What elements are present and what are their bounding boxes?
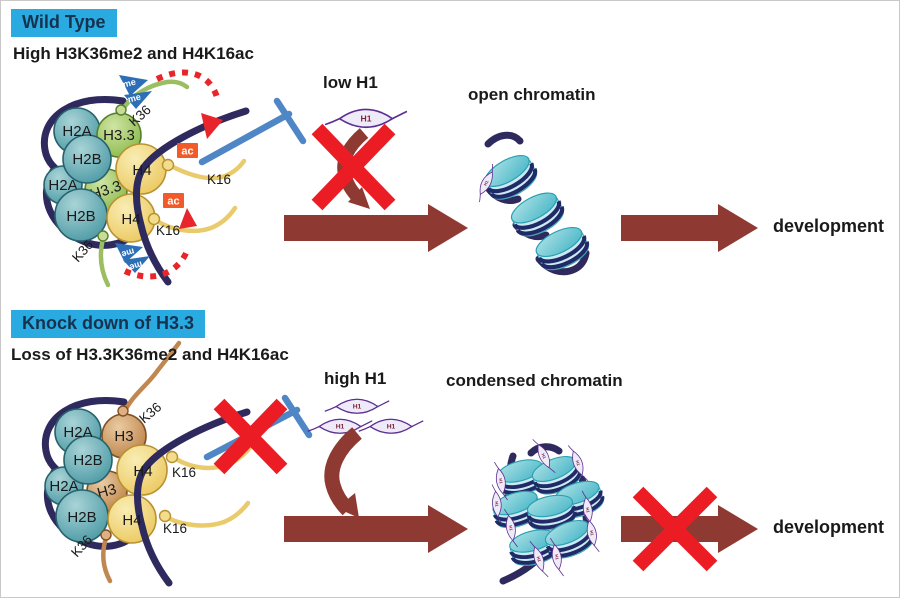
high-h1-caption: high H1 xyxy=(324,369,387,388)
histone-label: H4 xyxy=(133,463,152,480)
wildtype-header: Wild Type xyxy=(11,9,117,37)
dna-strand-diagonal xyxy=(133,107,250,286)
residue-label-k16: K16 xyxy=(163,521,187,536)
crosstalk-arrow-bottom xyxy=(123,249,190,280)
me-label: me xyxy=(120,246,135,259)
histone-label: H2A xyxy=(49,478,78,495)
dna-strand-diagonal xyxy=(134,408,251,587)
histone-label: H2A xyxy=(48,177,77,194)
h3-k36-tail-2 xyxy=(100,535,113,584)
histone-label: H4 xyxy=(132,162,151,179)
me-label: me xyxy=(128,259,143,272)
histone-label: H4 xyxy=(121,211,140,228)
crosstalk-arrow-top xyxy=(155,69,221,102)
ac-label: ac xyxy=(181,146,193,158)
histone-label: H2B xyxy=(66,208,95,225)
inhibition-line xyxy=(198,110,293,166)
condensed-chromatin-caption: condensed chromatin xyxy=(446,371,623,390)
me-flag xyxy=(124,91,152,109)
me-label: me xyxy=(122,77,137,90)
development-caption: development xyxy=(773,216,885,236)
flow-arrow xyxy=(284,505,468,553)
me-flag xyxy=(115,243,143,263)
k36-residue-node xyxy=(97,230,109,242)
knockdown-header: Knock down of H3.3 xyxy=(11,310,206,338)
histone-label: H2B xyxy=(72,151,101,168)
crosstalk-arrowhead xyxy=(201,113,223,139)
k36-residue-node xyxy=(115,104,127,116)
ac-mark xyxy=(177,143,198,158)
h1-icon-high xyxy=(324,398,390,414)
flow-arrow xyxy=(621,204,758,252)
histone-h2b xyxy=(62,134,112,184)
blocked-x xyxy=(311,123,396,211)
residue-label-k16: K16 xyxy=(207,172,231,187)
k36-residue-node xyxy=(117,405,129,417)
histone-label: H2A xyxy=(62,123,91,140)
lost-inhibition-x xyxy=(213,398,288,475)
h3-k36-tail-2 xyxy=(98,236,111,288)
histone-label: H4 xyxy=(122,512,141,529)
h1-deposition-arrowhead xyxy=(337,493,359,518)
h4-k16-tail xyxy=(168,158,247,181)
me-label: me xyxy=(127,92,142,105)
residue-label-k16: K16 xyxy=(156,223,180,238)
k16-residue-node xyxy=(165,450,179,464)
ac-label: ac xyxy=(167,196,179,208)
ac-mark xyxy=(163,193,184,208)
h1-icon-low xyxy=(324,108,408,129)
k36-residue-node xyxy=(100,529,112,541)
histone-label: H2B xyxy=(67,509,96,526)
flow-arrow xyxy=(284,204,468,252)
histone-label: H2A xyxy=(63,424,92,441)
condensed-chromatin-illustration xyxy=(488,435,608,585)
wildtype-nucleosome: H2A H3.3 H2A H3.3 H2B H4 H2B H4 K36 xyxy=(40,69,307,288)
wildtype-subtitle: High H3K36me2 and H4K16ac xyxy=(13,44,254,63)
low-h1-caption: low H1 xyxy=(323,73,378,92)
crosstalk-arrowhead xyxy=(179,208,197,229)
knockdown-subtitle: Loss of H3.3K36me2 and H4K16ac xyxy=(11,345,289,364)
blocked-development-x xyxy=(632,486,718,572)
k16-residue-node xyxy=(147,212,161,226)
linker-dna xyxy=(527,443,563,457)
inhibition-bar xyxy=(281,394,313,439)
h1-deposition-arrowhead xyxy=(348,187,370,209)
residue-label-k16: K16 xyxy=(172,465,196,480)
linker-dna xyxy=(484,131,524,148)
inhibition-bar xyxy=(273,97,307,145)
development-caption: development xyxy=(773,517,885,537)
histone-label: H3 xyxy=(95,481,118,502)
histone-label: H3.3 xyxy=(103,127,135,144)
me-flag xyxy=(123,256,150,273)
h4-k16-tail-2 xyxy=(165,500,251,528)
h1-icon-high xyxy=(358,418,424,434)
h3-k36-tail xyxy=(121,340,182,416)
knockdown-nucleosome: H2A H3 H2A H3 H2B H4 H2B H4 K36 K16 K1 xyxy=(41,340,313,587)
open-chromatin-caption: open chromatin xyxy=(468,85,596,104)
h1-icon-high xyxy=(307,418,373,434)
histone-label: H2B xyxy=(73,452,102,469)
histone-h2b xyxy=(63,435,113,485)
k16-residue-node xyxy=(158,509,172,523)
h4-k16-tail-2 xyxy=(154,205,238,234)
open-chromatin-illustration xyxy=(472,131,592,275)
k16-residue-node xyxy=(161,158,175,172)
me-flag xyxy=(119,75,148,96)
histone-label: H3 xyxy=(114,428,133,445)
